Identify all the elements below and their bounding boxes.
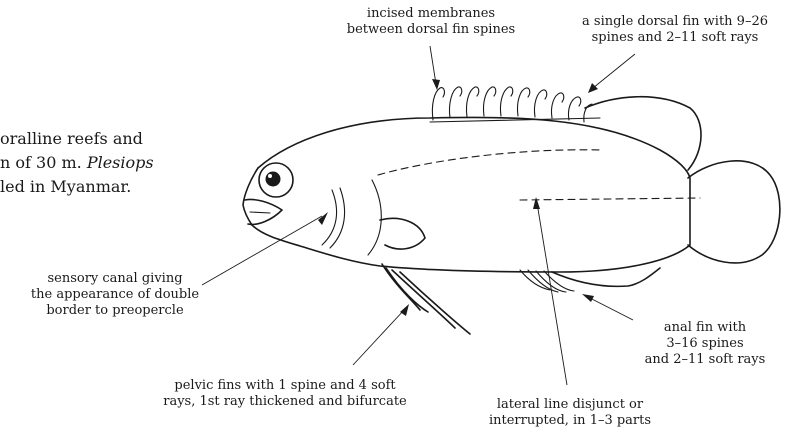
- leader-lines: [202, 46, 635, 385]
- pelvic-fin: [382, 264, 470, 334]
- head-outline: [243, 168, 258, 225]
- anal-fin: [520, 270, 574, 292]
- lower-lateral-line: [520, 198, 700, 200]
- label-sensory-canal: sensory canal giving the appearance of d…: [20, 271, 210, 319]
- label-incised-membranes: incised membranes between dorsal fin spi…: [311, 6, 551, 38]
- fish-body-outline: [252, 117, 690, 272]
- label-dorsal-fin: a single dorsal fin with 9–26 spines and…: [560, 14, 790, 46]
- label-anal-fin: anal fin with 3–16 spines and 2–11 soft …: [620, 320, 790, 368]
- soft-dorsal-fin: [585, 97, 701, 170]
- label-pelvic-fins: pelvic fins with 1 spine and 4 soft rays…: [150, 378, 420, 410]
- opercle-edge: [368, 180, 381, 255]
- pupil: [266, 172, 281, 187]
- label-lateral-line: lateral line disjunct or interrupted, in…: [480, 397, 660, 429]
- upper-lateral-line: [378, 150, 600, 175]
- spiny-dorsal-fin: [430, 87, 600, 122]
- caudal-fin: [688, 161, 780, 263]
- pectoral-fin: [380, 218, 425, 249]
